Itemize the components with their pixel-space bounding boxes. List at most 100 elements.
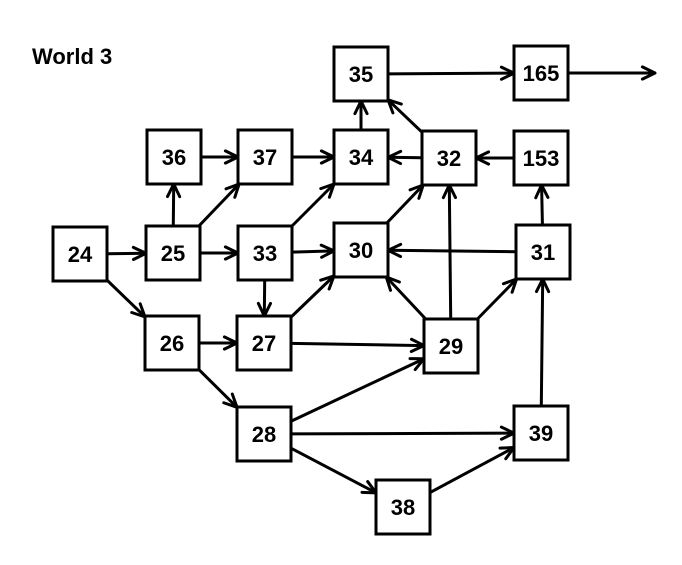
edge-29-to-30	[384, 275, 427, 321]
edge-line	[385, 183, 425, 225]
node-28: 28	[235, 405, 293, 463]
edge-line	[197, 368, 239, 409]
node-label: 165	[523, 61, 560, 86]
edge-153-to-32	[474, 150, 514, 166]
edge-32-to-34	[386, 149, 423, 166]
node-label: 34	[349, 145, 374, 170]
edge-29-to-31	[476, 277, 519, 321]
node-box	[374, 478, 432, 536]
edge-line	[290, 341, 425, 348]
node-label: 27	[252, 331, 276, 356]
edge-32-to-35	[386, 98, 424, 134]
node-label: 38	[391, 495, 415, 520]
edge-line	[105, 279, 147, 318]
edge-27-to-30	[289, 274, 336, 319]
edge-33-to-30	[291, 243, 336, 259]
node-29: 29	[422, 317, 480, 375]
edge-line	[540, 184, 544, 226]
node-31: 31	[514, 223, 572, 281]
node-30: 30	[332, 221, 390, 279]
node-165: 165	[512, 44, 570, 102]
edge-line	[290, 182, 336, 228]
edge-line	[291, 249, 335, 254]
edge-line	[387, 71, 515, 76]
edge-37-to-34	[292, 149, 336, 165]
edge-33-to-34	[290, 182, 336, 228]
edge-31-to-30	[386, 242, 517, 259]
node-box	[514, 223, 572, 281]
node-label: 29	[439, 334, 463, 359]
node-label: 39	[529, 421, 553, 446]
node-38: 38	[374, 478, 432, 536]
node-37: 37	[236, 128, 294, 186]
node-33: 33	[236, 224, 294, 282]
node-label: 36	[162, 145, 186, 170]
node-box	[512, 129, 570, 187]
edge-31-to-153	[534, 183, 550, 226]
edge-34-to-35	[353, 99, 369, 130]
edge-28-to-39	[290, 425, 516, 441]
edge-28-to-38	[290, 446, 378, 495]
edge-27-to-29	[290, 337, 426, 353]
node-box	[143, 314, 201, 372]
edge-line	[429, 446, 515, 494]
node-box	[236, 224, 294, 282]
arrowhead-icon	[640, 65, 657, 81]
edge-line	[386, 98, 424, 134]
node-box	[51, 225, 109, 283]
edge-25-to-36	[165, 182, 182, 227]
edge-line	[476, 277, 518, 321]
node-box	[332, 45, 390, 103]
node-label: 153	[523, 146, 560, 171]
node-label: 37	[253, 145, 277, 170]
node-39: 39	[512, 404, 570, 462]
node-label: 31	[531, 240, 555, 265]
edge-36-to-37	[201, 149, 240, 165]
node-box	[236, 128, 294, 186]
node-box	[512, 404, 570, 462]
edge-33-to-27	[256, 279, 273, 318]
edge-line	[387, 248, 517, 254]
node-26: 26	[143, 314, 201, 372]
node-24: 24	[51, 225, 109, 283]
node-153: 153	[512, 129, 570, 187]
node-box	[420, 129, 478, 187]
edge-line	[197, 182, 241, 228]
node-label: 32	[437, 146, 461, 171]
edge-line	[290, 431, 515, 436]
node-25: 25	[144, 224, 202, 282]
node-36: 36	[145, 128, 203, 186]
node-label: 24	[68, 242, 93, 267]
node-label: 28	[252, 422, 276, 447]
edge-24-to-26	[105, 279, 147, 319]
edge-30-to-32	[385, 183, 425, 225]
node-34: 34	[332, 128, 390, 186]
diagram-title: World 3	[32, 44, 113, 69]
nodes-layer: 24 25 26 27 28 29 30 31 32 33 34 35 36 37 38 39 153 165	[51, 44, 572, 536]
edge-line	[290, 357, 425, 423]
edge-26-to-28	[197, 368, 239, 409]
node-box	[512, 44, 570, 102]
node-label: 35	[349, 62, 373, 87]
node-35: 35	[332, 45, 390, 103]
node-box	[332, 221, 390, 279]
node-box	[145, 128, 203, 186]
edge-28-to-29	[290, 357, 426, 423]
node-27: 27	[235, 314, 293, 372]
edge-39-to-31	[534, 277, 551, 407]
node-label: 33	[253, 241, 277, 266]
edge-line	[289, 274, 336, 319]
edge-165-to-exit	[568, 65, 657, 81]
node-box	[422, 317, 480, 375]
edge-26-to-27	[199, 335, 239, 351]
edge-line	[385, 275, 427, 321]
node-label: 30	[349, 238, 373, 263]
edge-38-to-39	[429, 445, 516, 494]
node-box	[235, 314, 293, 372]
node-box	[144, 224, 202, 282]
node-box	[332, 128, 390, 186]
node-label: 25	[161, 241, 185, 266]
edge-line	[290, 446, 377, 495]
edge-25-to-33	[200, 245, 240, 261]
